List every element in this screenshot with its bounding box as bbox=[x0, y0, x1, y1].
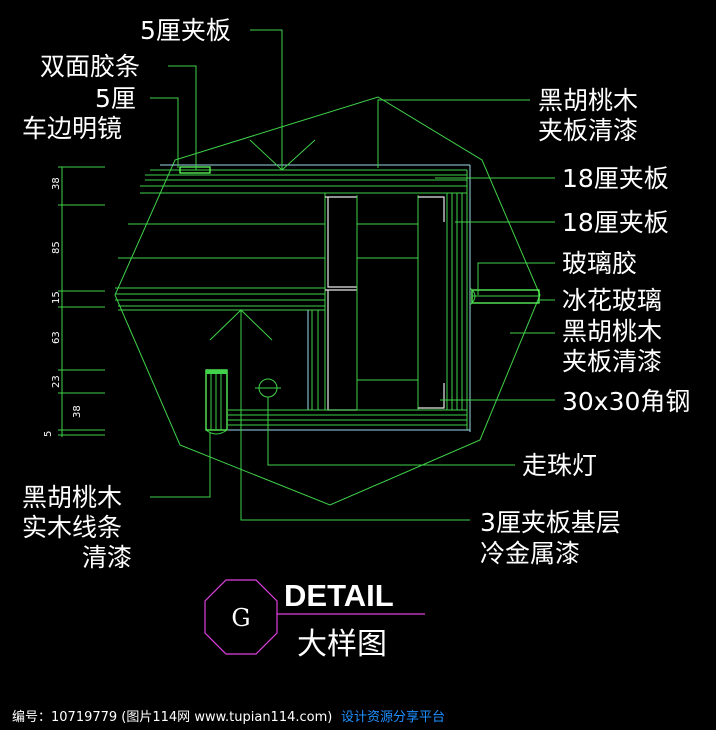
detail-symbol-octagon bbox=[204, 579, 278, 655]
frosted-glass bbox=[469, 287, 540, 306]
detail-title-block: G DETAIL 大样图 bbox=[204, 578, 425, 662]
label-walnut-top-1: 黑胡桃木 bbox=[538, 86, 638, 115]
label-double-tape: 双面胶条 bbox=[40, 52, 140, 81]
label-bead-light: 走珠灯 bbox=[522, 451, 597, 480]
detail-boundary bbox=[114, 96, 541, 506]
dim-label: 63 bbox=[51, 331, 62, 344]
dim-label: 38 bbox=[72, 405, 83, 418]
label-plywood-18mm-a: 18厘夹板 bbox=[562, 164, 669, 193]
label-solid-wood-3: 清漆 bbox=[82, 543, 132, 572]
dim-label: 15 bbox=[51, 291, 62, 304]
label-walnut-mid-1: 黑胡桃木 bbox=[562, 317, 662, 346]
watermark-slogan[interactable]: 设计资源分享平台 bbox=[341, 709, 445, 725]
label-frosted-glass: 冰花玻璃 bbox=[562, 286, 662, 315]
dim-label: 38 bbox=[51, 177, 62, 190]
detail-subtitle: 大样图 bbox=[297, 627, 387, 662]
dim-label: 5 bbox=[43, 431, 54, 437]
label-plywood-5mm: 5厘夹板 bbox=[140, 16, 231, 45]
angle-steel-channels bbox=[325, 195, 445, 411]
label-solid-wood-1: 黑胡桃木 bbox=[22, 483, 122, 512]
detail-heading: DETAIL bbox=[284, 578, 394, 613]
solid-wood-strip bbox=[205, 369, 228, 435]
tape-strip bbox=[179, 166, 211, 174]
top-plates bbox=[140, 164, 470, 194]
dim-label: 23 bbox=[51, 375, 62, 388]
label-plywood-18mm-b: 18厘夹板 bbox=[562, 208, 669, 237]
label-mirror-2: 车边明镜 bbox=[22, 114, 122, 143]
label-base-1: 3厘夹板基层 bbox=[480, 508, 621, 537]
label-base-2: 冷金属漆 bbox=[480, 539, 580, 568]
watermark-text: 编号：10719779 (图片114网 www.tupian114.com) bbox=[12, 710, 332, 725]
detail-symbol: G bbox=[231, 604, 250, 632]
label-walnut-mid-2: 夹板清漆 bbox=[562, 347, 662, 376]
label-angle-steel: 30x30角钢 bbox=[562, 387, 690, 416]
dimension-chain: 38 85 15 63 23 38 5 bbox=[43, 166, 105, 437]
dim-label: 85 bbox=[51, 241, 62, 254]
label-walnut-top-2: 夹板清漆 bbox=[538, 116, 638, 145]
label-glass-glue: 玻璃胶 bbox=[562, 249, 637, 278]
leader-lines bbox=[150, 29, 555, 521]
bead-light-icon bbox=[255, 378, 281, 398]
label-mirror-1: 5厘 bbox=[95, 84, 136, 113]
label-solid-wood-2: 实木线条 bbox=[22, 513, 122, 542]
